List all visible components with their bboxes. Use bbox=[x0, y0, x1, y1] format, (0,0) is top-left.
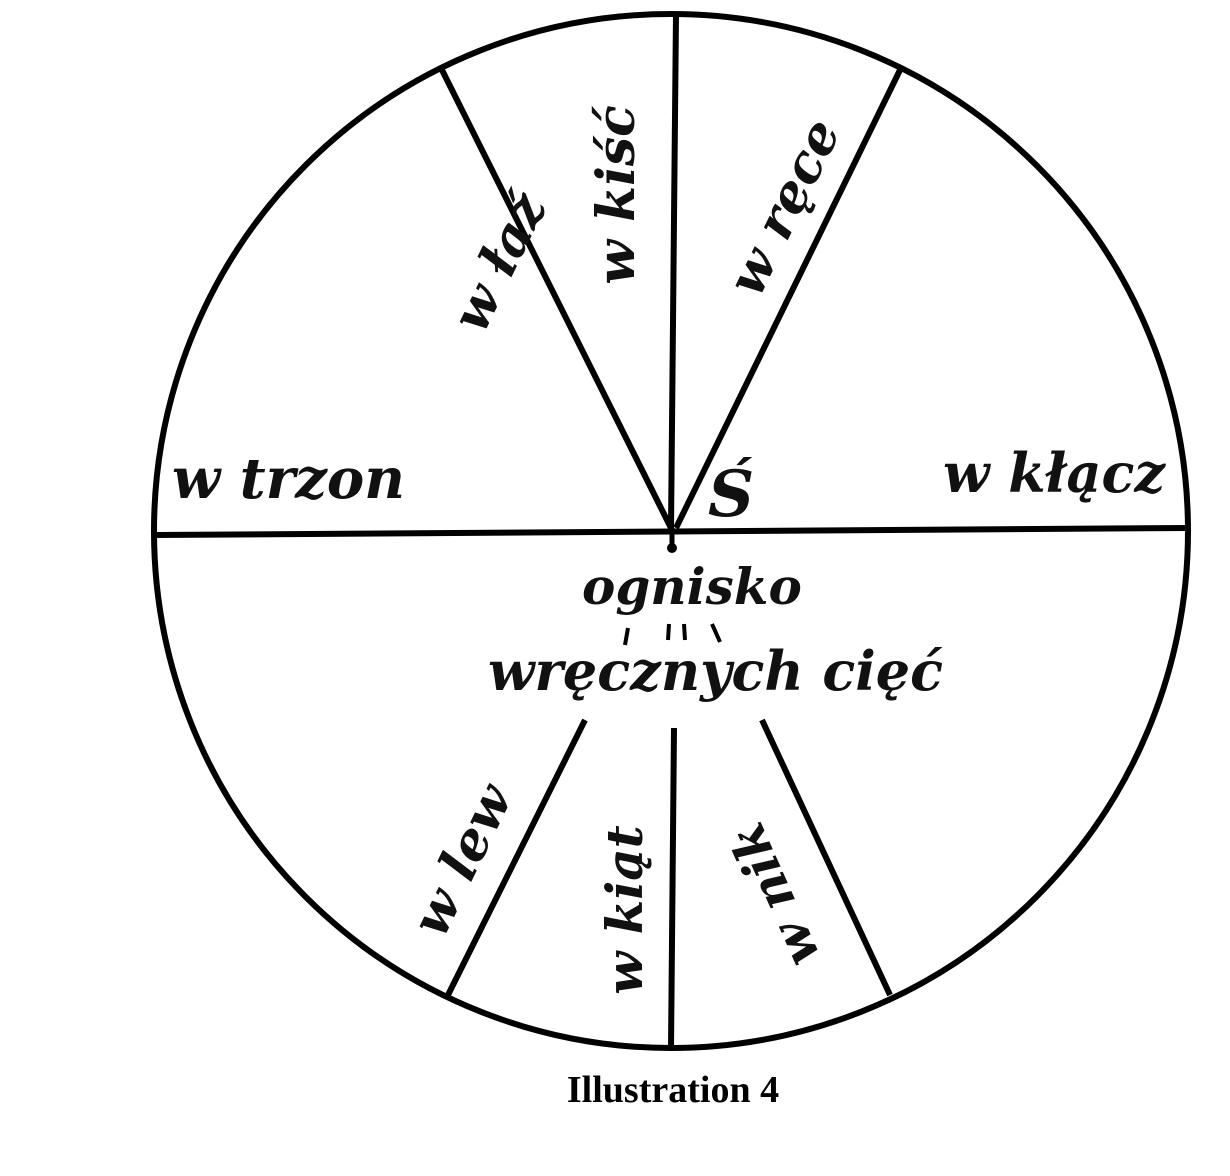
label-w-kiat: w kiąt bbox=[595, 825, 654, 995]
label-w-klacz: w kłącz bbox=[943, 441, 1166, 505]
radius-upper-vertical bbox=[668, 13, 679, 529]
tick-right bbox=[710, 623, 722, 643]
label-ognisko: ognisko bbox=[582, 557, 802, 616]
label-w-laz: w łaź bbox=[440, 182, 560, 341]
spoke-lower-vertical bbox=[668, 727, 677, 1049]
label-s-mark: Ś bbox=[708, 457, 754, 532]
spoke-lower-left bbox=[445, 718, 588, 997]
tick-mid-b bbox=[682, 623, 687, 641]
figure-caption: Illustration 4 bbox=[566, 1069, 780, 1111]
label-wrecznych-ciec: wręcznych cięć bbox=[488, 639, 943, 703]
radius-upper-left bbox=[438, 66, 674, 530]
spoke-lower-right bbox=[759, 718, 893, 997]
sectioned-circle-diagram: w trzon w kłącz w łaź w kiść w ręce Ś og… bbox=[151, 11, 1191, 1051]
tick-mid-a bbox=[666, 623, 671, 641]
label-w-lew: w lew bbox=[400, 773, 526, 946]
label-w-trzon: w trzon bbox=[172, 446, 405, 512]
tick-left bbox=[623, 627, 630, 646]
radius-upper-right bbox=[673, 68, 903, 530]
label-w-kisc: w kiść bbox=[586, 105, 647, 285]
